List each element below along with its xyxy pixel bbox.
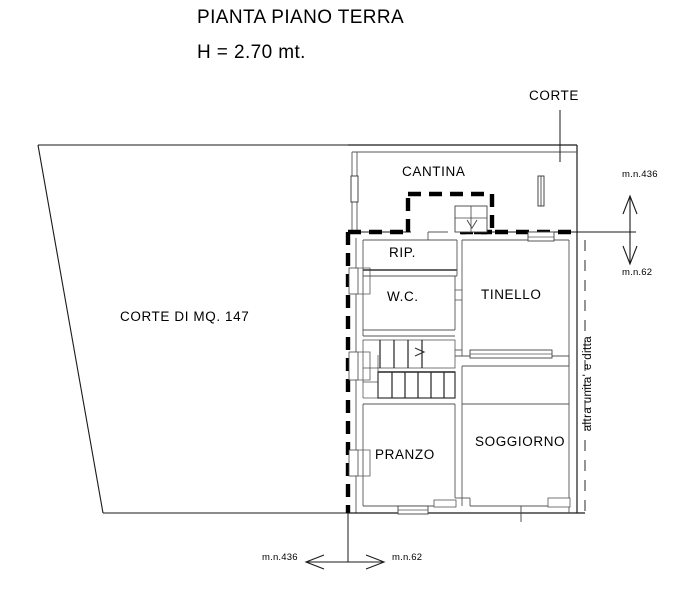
courtyard-outline <box>37 144 348 514</box>
cantina-entry-detail <box>454 205 555 242</box>
room-tinello-walls <box>455 239 570 366</box>
page-title: PIANTA PIANO TERRA <box>197 7 405 28</box>
left-wall-openings <box>348 267 371 477</box>
dimension-label-bottom-right: m.n.62 <box>392 552 423 563</box>
staircase <box>362 339 456 399</box>
room-label-soggiorno: SOGGIORNO <box>475 434 566 449</box>
room-wc-walls <box>362 276 456 337</box>
dimension-arrow-bottom <box>304 513 386 570</box>
room-soggiorno-walls <box>461 365 569 507</box>
stair-direction-arrow <box>414 347 426 357</box>
dimension-label-right-bottom: m.n.62 <box>622 267 653 278</box>
ceiling-height-note: H = 2.70 mt. <box>197 42 306 63</box>
dimension-label-right-top: m.n.436 <box>622 169 658 180</box>
room-label-wc: W.C. <box>387 289 419 304</box>
room-label-pranzo: PRANZO <box>375 447 435 462</box>
label-corte-top: CORTE <box>529 88 580 103</box>
room-label-rip: RIP. <box>389 245 416 260</box>
label-courtyard-area: CORTE DI MQ. 147 <box>120 309 250 324</box>
room-rip-walls <box>362 231 458 277</box>
dimension-label-bottom-left: m.n.436 <box>262 552 298 563</box>
cantina-walls <box>348 144 578 232</box>
label-adjacent-property: altra unita' e ditta <box>582 336 594 432</box>
room-label-cantina: CANTINA <box>402 164 466 179</box>
room-label-tinello: TINELLO <box>481 287 542 302</box>
dimension-arrow-right <box>622 194 638 266</box>
bottom-wall-openings <box>397 497 571 522</box>
